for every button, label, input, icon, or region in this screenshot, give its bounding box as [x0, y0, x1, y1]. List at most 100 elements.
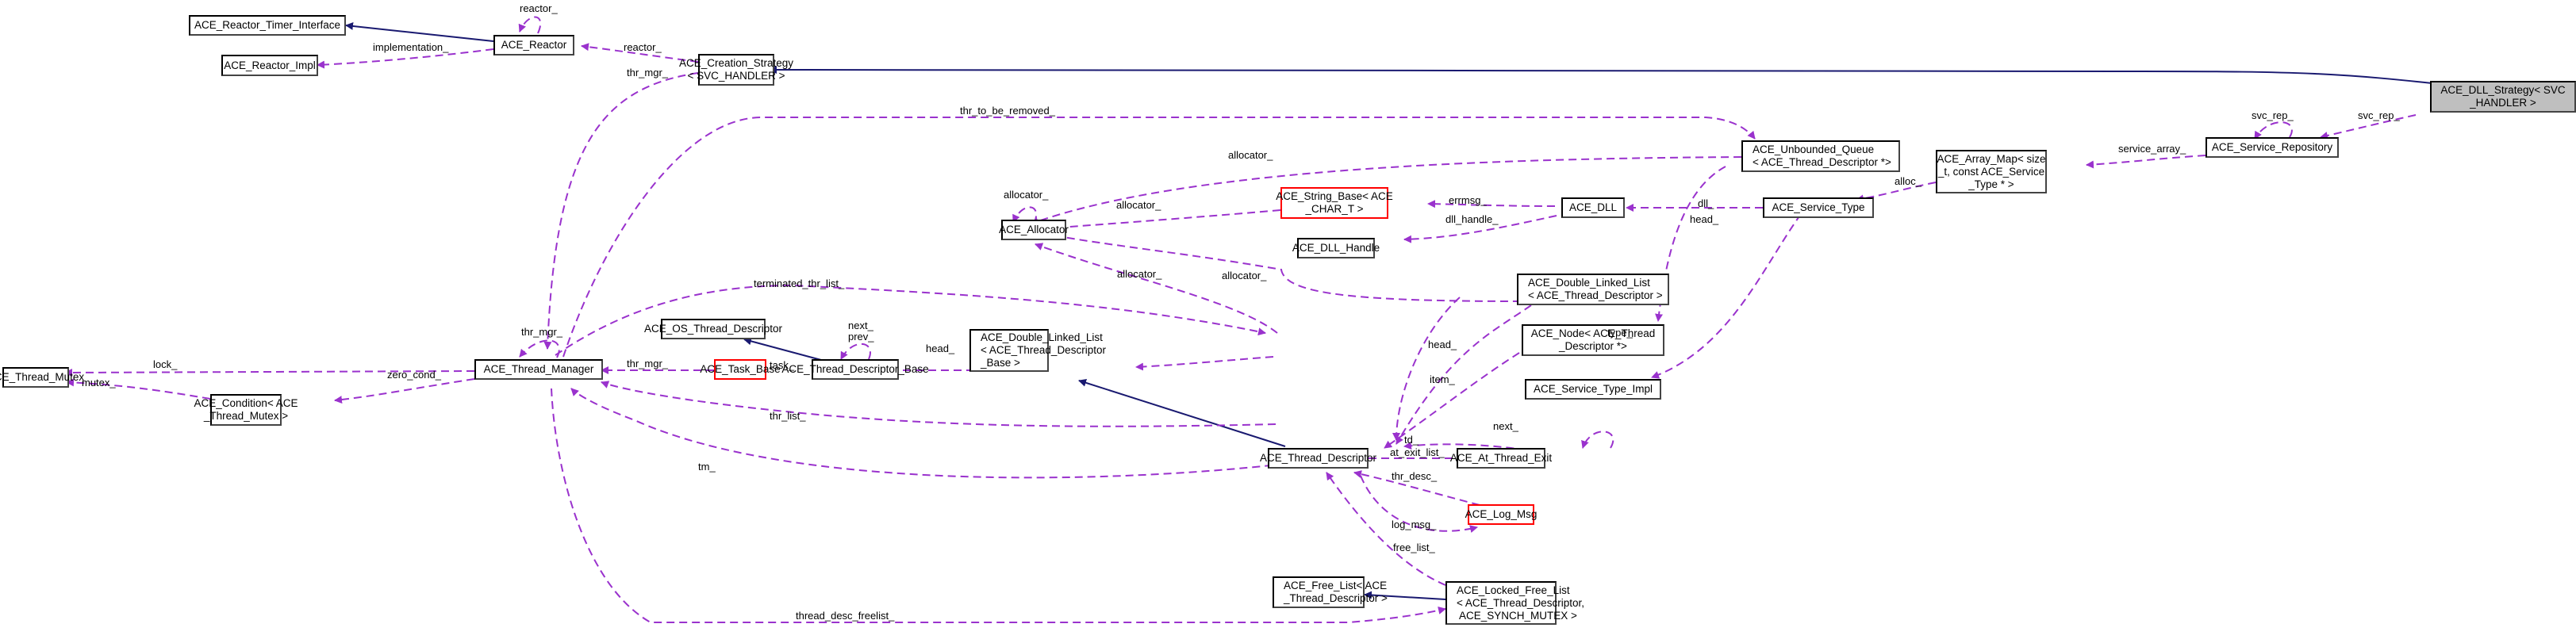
edge-alloc [1856, 182, 1937, 203]
label-dll-handle: dll_handle_ [1445, 213, 1499, 225]
edge-allocator-uq [1031, 156, 1742, 225]
label-thr-mgr-cs: thr_mgr_ [627, 67, 669, 78]
edge-allocator-dll-tdb [1035, 243, 1278, 334]
node-dll[interactable]: ACE_DLL [1561, 197, 1625, 218]
node-ace-node-td[interactable]: ACE_Node< ACE_Thread _Descriptor *> [1522, 324, 1664, 356]
label-dll: dll_ [1698, 197, 1714, 209]
label-type: type_ [1607, 327, 1633, 339]
label-allocator-sb: allocator_ [1116, 199, 1161, 211]
node-os-thread-descriptor[interactable]: ACE_OS_Thread_Descriptor [644, 319, 782, 339]
label-errmsg: errmsg_ [1449, 194, 1487, 206]
node-unbounded-queue[interactable]: ACE_Unbounded_Queue < ACE_Thread_Descrip… [1741, 140, 1900, 172]
label-next-ate: next_ [1493, 420, 1518, 432]
edge-thr-mgr-cs [543, 72, 699, 350]
label-svc-rep-self: svc_rep_ [2252, 109, 2294, 121]
label-zero-cond: zero_cond_ [387, 369, 441, 381]
label-head-uq: head_ [1690, 213, 1719, 225]
node-free-list[interactable]: ACE_Free_List< ACE _Thread_Descriptor > [1273, 576, 1388, 608]
node-double-linked-list-tdb[interactable]: ACE_Double_Linked_List < ACE_Thread_Desc… [969, 329, 1106, 372]
edge-locked-to-free-list [1364, 591, 1446, 600]
edge-allocator-self [1012, 206, 1038, 224]
edge-thr-to-be-removed [562, 117, 1756, 358]
node-array-map[interactable]: ACE_Array_Map< size _t, const ACE_Servic… [1936, 150, 2047, 193]
edge-thr-desc [1353, 470, 1480, 506]
edge-errmsg [1427, 200, 1556, 209]
edge-reactor-to-timer-interface [345, 21, 494, 42]
label-thr-to-be-removed: thr_to_be_removed_ [960, 105, 1055, 117]
label-thr-mgr-task: thr_mgr_ [627, 358, 669, 369]
node-string-base[interactable]: ACE_String_Base< ACE _CHAR_T > [1276, 187, 1393, 219]
label-service-array: service_array_ [2118, 143, 2186, 155]
label-td: td_ [1404, 434, 1419, 446]
edge-free-list [1326, 472, 1446, 586]
node-log-msg[interactable]: ACE_Log_Msg [1465, 504, 1537, 525]
label-svc-rep: svc_rep_ [2358, 109, 2400, 121]
node-dll-strategy[interactable]: ACE_DLL_Strategy< SVC _HANDLER > [2430, 81, 2576, 113]
label-next-prev: next_ prev_ [848, 320, 874, 343]
edge-lock [64, 368, 475, 377]
edge-reactor [581, 43, 699, 63]
label-allocator-uq: allocator_ [1228, 149, 1273, 161]
label-at-exit-list: at_exit_list_ [1390, 446, 1445, 458]
node-creation-strategy[interactable]: ACE_Creation_Strategy < SVC_HANDLER > [679, 54, 793, 86]
node-reactor-timer-interface[interactable]: ACE_Reactor_Timer_Interface [189, 15, 346, 36]
label-head-tdb: head_ [926, 343, 955, 354]
edge-log-msg [1360, 475, 1478, 533]
edge-svc-rep-self [2254, 121, 2293, 140]
node-dll-handle[interactable]: ACE_DLL_Handle [1292, 238, 1380, 258]
label-allocator-self: allocator_ [1004, 189, 1049, 201]
edge-reactor-self [518, 16, 542, 34]
label-thr-desc: thr_desc_ [1392, 470, 1438, 482]
node-thread-descriptor[interactable]: ACE_Thread_Descriptor [1260, 448, 1376, 469]
edge-allocator-dll-td [1049, 232, 1522, 302]
node-locked-free-list[interactable]: ACE_Locked_Free_List < ACE_Thread_Descri… [1445, 581, 1584, 625]
label-implementation: implementation_ [373, 41, 449, 53]
edge-head-tdb [1135, 356, 1274, 371]
node-double-linked-list-td[interactable]: ACE_Double_Linked_List < ACE_Thread_Desc… [1517, 274, 1669, 305]
node-allocator[interactable]: ACE_Allocator [999, 220, 1069, 240]
label-mutex: mutex_ [82, 377, 116, 388]
node-task-base[interactable]: ACE_Task_Base [700, 359, 781, 380]
label-reactor-self: reactor_ [520, 2, 558, 14]
label-thr-mgr-self: thr_mgr_ [521, 326, 563, 338]
node-reactor[interactable]: ACE_Reactor [493, 35, 574, 55]
node-thread-descriptor-base[interactable]: ACE_Thread_Descriptor_Base [781, 359, 929, 380]
label-terminated-thr-list: terminated_thr_list_ [754, 277, 845, 289]
edge-terminated-thr-list [555, 284, 1266, 356]
node-service-repository[interactable]: ACE_Service_Repository [2206, 137, 2339, 158]
edge-thr-list [601, 381, 1276, 427]
node-at-thread-exit[interactable]: ACE_At_Thread_Exit [1450, 448, 1552, 469]
edge-tdb-to-os-td [743, 337, 822, 361]
label-lock: lock_ [153, 358, 178, 370]
label-task: task_ [770, 359, 795, 371]
node-service-type[interactable]: ACE_Service_Type [1763, 197, 1874, 218]
node-thread-mutex[interactable]: ACE_Thread_Mutex [0, 367, 84, 388]
label-tm: tm_ [698, 461, 716, 473]
label-head-td: head_ [1428, 339, 1457, 350]
label-free-list: free_list_ [1393, 542, 1435, 553]
label-item: item_ [1430, 373, 1455, 385]
node-service-type-impl[interactable]: ACE_Service_Type_Impl [1525, 379, 1661, 400]
edge-zero-cond [334, 378, 475, 404]
edge-service-array [2086, 155, 2206, 169]
edge-head-td [1395, 304, 1532, 445]
edge-allocator-sb [1049, 209, 1281, 232]
edge-thr-mgr-self [519, 339, 560, 358]
edge-type [1651, 213, 1802, 379]
edge-item [1384, 352, 1520, 449]
label-log-msg: log_msg_ [1392, 519, 1437, 530]
edge-next-prev [840, 343, 871, 360]
node-reactor-impl[interactable]: ACE_Reactor_Impl [221, 55, 318, 76]
edge-dll-strategy-to-creation-strategy [769, 66, 2455, 86]
label-alloc: alloc_ [1895, 175, 1921, 187]
label-thr-list: thr_list_ [770, 410, 806, 422]
label-thread-desc-freelist: thread_desc_freelist_ [796, 610, 895, 622]
edge-td-to-tdb [1078, 378, 1286, 447]
label-reactor: reactor_ [624, 41, 662, 53]
node-thread-manager[interactable]: ACE_Thread_Manager [474, 359, 603, 380]
edge-svc-rep [2320, 114, 2417, 140]
node-condition[interactable]: ACE_Condition< ACE _Thread_Mutex > [194, 394, 298, 426]
label-allocator-dll-td: allocator_ [1222, 270, 1267, 281]
edge-next-ate [1581, 431, 1614, 449]
